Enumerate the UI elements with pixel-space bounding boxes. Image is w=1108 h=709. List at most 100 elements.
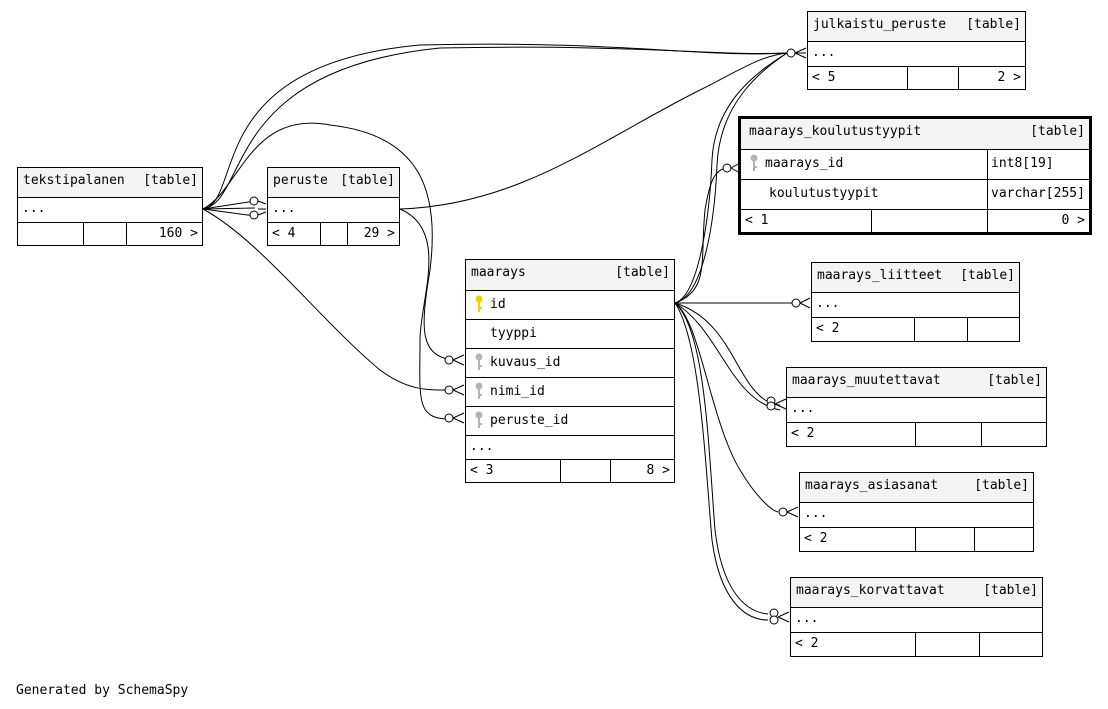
relation-end-circle bbox=[249, 196, 259, 206]
child-count bbox=[979, 633, 1042, 656]
table-name: julkaistu_peruste bbox=[813, 17, 947, 32]
table-header: maarays_koulutustyypit [table] bbox=[741, 119, 1089, 149]
crows-foot-icon bbox=[452, 412, 465, 424]
key-icon bbox=[475, 382, 483, 399]
column-name: kuvaus_id bbox=[490, 355, 561, 370]
column-name: peruste_id bbox=[490, 413, 569, 428]
table-name: maarays_koulutustyypit bbox=[749, 124, 922, 139]
parent-count[interactable]: < 3 bbox=[470, 463, 494, 478]
relation-end-circle bbox=[778, 507, 788, 517]
crows-foot-icon bbox=[452, 354, 465, 366]
relation-end-circle bbox=[444, 355, 454, 365]
column-name: tyyppi bbox=[490, 326, 537, 341]
table-kind: [table] bbox=[966, 17, 1021, 32]
crows-foot-icon bbox=[799, 297, 811, 309]
column-row[interactable]: id bbox=[466, 290, 674, 319]
child-count[interactable]: 29 > bbox=[347, 223, 399, 245]
table-name: maarays_muutettavat bbox=[792, 373, 941, 388]
table-maarays-koulutustyypit[interactable]: maarays_koulutustyypit [table] maarays_i… bbox=[738, 116, 1092, 235]
crows-foot-icons bbox=[257, 47, 811, 623]
child-count[interactable]: 2 > bbox=[958, 67, 1025, 89]
generated-by-note: Generated by SchemaSpy bbox=[16, 683, 189, 698]
parent-count[interactable]: < 2 bbox=[795, 636, 819, 651]
row-count bbox=[915, 633, 979, 656]
relation-line bbox=[202, 208, 453, 391]
table-footer: 160 > bbox=[18, 222, 202, 245]
crows-foot-icon bbox=[452, 384, 465, 396]
table-maarays-asiasanat[interactable]: maarays_asiasanat [table] ... < 2 bbox=[799, 472, 1034, 552]
table-header: tekstipalanen [table] bbox=[18, 168, 202, 197]
table-maarays[interactable]: maarays [table] id tyyppi kuvaus_id nimi… bbox=[465, 259, 675, 483]
child-count[interactable]: 8 > bbox=[610, 460, 674, 482]
table-header: maarays_korvattavat [table] bbox=[791, 578, 1042, 607]
table-footer: < 2 bbox=[800, 527, 1033, 551]
column-row[interactable]: koulutustyypit varchar[255] bbox=[741, 179, 1089, 209]
table-kind: [table] bbox=[615, 265, 670, 280]
column-type: int8[19] bbox=[987, 150, 1054, 179]
column-row[interactable]: nimi_id bbox=[466, 377, 674, 406]
table-name: maarays bbox=[471, 265, 526, 280]
relation-end-circle bbox=[786, 48, 796, 58]
relation-end-circle bbox=[444, 413, 454, 423]
row-count bbox=[914, 318, 967, 341]
relation-end-circle bbox=[769, 615, 779, 625]
table-kind: [table] bbox=[983, 583, 1038, 598]
more-columns: ... bbox=[791, 607, 1042, 632]
more-columns: ... bbox=[268, 197, 399, 222]
relation-line bbox=[674, 52, 788, 304]
column-row[interactable]: peruste_id bbox=[466, 406, 674, 435]
relation-line bbox=[674, 167, 730, 304]
relation-end-circle bbox=[766, 401, 776, 411]
table-peruste[interactable]: peruste [table] ... < 4 29 > bbox=[267, 167, 400, 246]
table-header: peruste [table] bbox=[268, 168, 399, 197]
column-row[interactable]: tyyppi bbox=[466, 319, 674, 348]
table-header: maarays [table] bbox=[466, 260, 674, 290]
relation-line bbox=[674, 302, 781, 406]
relation-line bbox=[399, 208, 453, 420]
table-footer: < 3 8 > bbox=[466, 459, 674, 482]
child-count bbox=[981, 423, 1046, 446]
table-name: maarays_korvattavat bbox=[796, 583, 945, 598]
table-kind: [table] bbox=[1030, 124, 1085, 139]
table-name: peruste bbox=[273, 173, 328, 188]
table-maarays-muutettavat[interactable]: maarays_muutettavat [table] ... < 2 bbox=[786, 367, 1047, 447]
parent-count[interactable]: < 2 bbox=[791, 426, 815, 441]
crows-foot-icon bbox=[794, 47, 807, 59]
column-row[interactable]: kuvaus_id bbox=[466, 348, 674, 377]
relation-end-circle bbox=[444, 385, 454, 395]
more-columns: ... bbox=[800, 502, 1033, 527]
parent-count[interactable]: < 4 bbox=[272, 226, 296, 241]
table-tekstipalanen[interactable]: tekstipalanen [table] ... 160 > bbox=[17, 167, 203, 246]
table-header: maarays_asiasanat [table] bbox=[800, 473, 1033, 502]
more-columns: ... bbox=[808, 41, 1025, 66]
child-count[interactable]: 0 > bbox=[987, 210, 1089, 232]
key-icon bbox=[475, 295, 483, 312]
more-columns: ... bbox=[466, 435, 674, 459]
column-name: koulutustyypit bbox=[769, 186, 879, 201]
row-count bbox=[915, 423, 981, 446]
table-name: tekstipalanen bbox=[23, 173, 125, 188]
relation-line bbox=[674, 302, 779, 513]
child-count[interactable]: 160 > bbox=[126, 223, 202, 245]
row-count bbox=[560, 460, 610, 482]
parent-count[interactable]: < 1 bbox=[745, 213, 769, 228]
table-footer: < 5 2 > bbox=[808, 66, 1025, 89]
child-count bbox=[974, 528, 1033, 551]
table-maarays-liitteet[interactable]: maarays_liitteet [table] ... < 2 bbox=[811, 262, 1020, 342]
relation-line bbox=[674, 52, 788, 304]
parent-count[interactable]: < 5 bbox=[812, 70, 836, 85]
more-columns: ... bbox=[812, 292, 1019, 317]
row-count bbox=[83, 223, 126, 245]
table-footer: < 4 29 > bbox=[268, 222, 399, 245]
table-name: maarays_liitteet bbox=[817, 268, 943, 283]
table-header: julkaistu_peruste [table] bbox=[808, 12, 1025, 41]
key-icon bbox=[475, 353, 483, 370]
table-maarays-korvattavat[interactable]: maarays_korvattavat [table] ... < 2 bbox=[790, 577, 1043, 657]
column-row[interactable]: maarays_id int8[19] bbox=[741, 149, 1089, 179]
parent-count[interactable]: < 2 bbox=[804, 531, 828, 546]
relation-line bbox=[202, 46, 788, 210]
column-name: maarays_id bbox=[765, 156, 844, 171]
table-kind: [table] bbox=[340, 173, 395, 188]
table-julkaistu-peruste[interactable]: julkaistu_peruste [table] ... < 5 2 > bbox=[807, 11, 1026, 90]
parent-count[interactable]: < 2 bbox=[816, 321, 840, 336]
